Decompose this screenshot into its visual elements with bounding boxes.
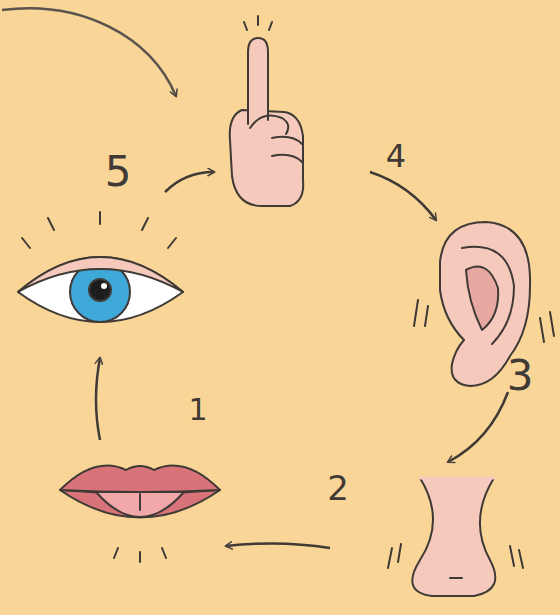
cycle-arrow	[226, 543, 330, 548]
tongue	[96, 492, 184, 517]
callout-number: 2	[327, 471, 349, 505]
ear-fold	[462, 247, 514, 344]
motion-mark	[22, 238, 30, 248]
hand-fist	[230, 110, 303, 206]
motion-mark	[398, 544, 401, 562]
mouth-icon	[60, 466, 220, 563]
motion-mark	[269, 22, 272, 30]
finger-line	[272, 137, 302, 144]
eye-icon	[18, 212, 183, 322]
callout-number: 4	[386, 140, 406, 172]
motion-mark	[510, 546, 514, 566]
pupil	[89, 279, 111, 301]
index-finger	[248, 38, 268, 124]
motion-mark	[388, 548, 392, 568]
motion-mark	[99, 212, 101, 224]
nostril-line	[450, 577, 462, 579]
cycle-arrow	[96, 358, 100, 440]
upper-lip	[60, 466, 220, 493]
pointer-arrow	[2, 8, 176, 96]
callout-number: 5	[105, 151, 132, 193]
motion-mark	[48, 218, 54, 230]
cycle-arrow	[448, 392, 508, 462]
motion-mark	[139, 552, 141, 562]
eye-shine	[101, 283, 107, 289]
cycle-arrow	[165, 172, 214, 192]
cycle-arrow	[370, 172, 436, 220]
callout-number: 3	[507, 355, 534, 397]
motion-mark	[168, 238, 176, 248]
ear-inner	[466, 267, 498, 330]
thumb-line	[250, 116, 288, 134]
eyelid	[18, 257, 183, 292]
finger-line	[272, 155, 302, 162]
motion-mark	[114, 548, 118, 558]
motion-mark	[257, 16, 259, 25]
motion-mark	[414, 300, 418, 326]
motion-mark	[519, 550, 523, 568]
nose-shape	[412, 478, 495, 596]
nose-top	[420, 477, 494, 480]
motion-mark	[550, 312, 554, 336]
motion-mark	[162, 548, 166, 558]
motion-mark	[244, 22, 247, 30]
motion-mark	[142, 218, 148, 230]
hand-icon	[230, 16, 303, 206]
eye-white	[18, 257, 183, 322]
nose-icon	[388, 478, 523, 596]
motion-mark	[425, 306, 428, 326]
tongue-line	[139, 494, 141, 510]
callout-number: 1	[188, 395, 207, 425]
motion-mark	[540, 318, 544, 342]
lower-lip	[60, 490, 220, 518]
